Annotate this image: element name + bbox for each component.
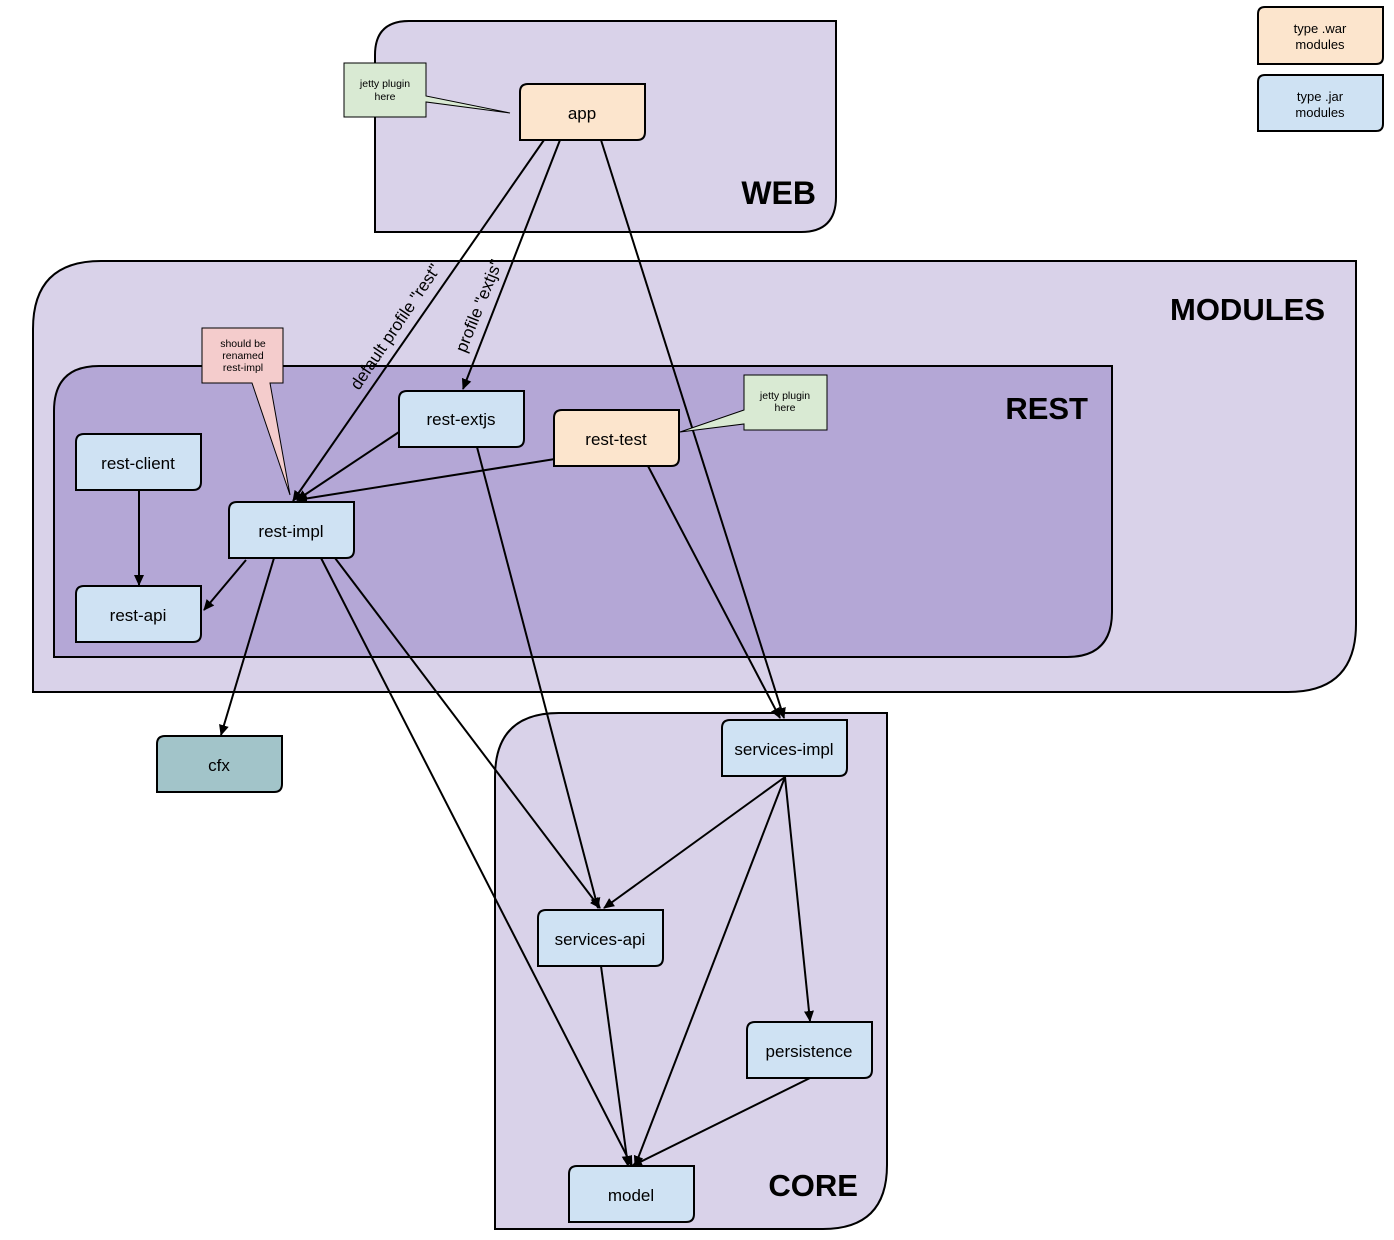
edge-rest-test-services-impl — [647, 465, 781, 719]
node-rest-impl-label: rest-impl — [258, 522, 323, 541]
edge-rest-impl-cfx — [219, 557, 275, 736]
node-persistence-label: persistence — [766, 1042, 853, 1061]
edge-rest-impl-services-api — [334, 557, 601, 909]
node-app-label: app — [568, 104, 596, 123]
node-rest-client[interactable]: rest-client — [75, 433, 202, 491]
node-rest-api[interactable]: rest-api — [75, 585, 202, 643]
node-rest-test-label: rest-test — [585, 430, 647, 449]
note-rename-line2: renamed — [222, 350, 264, 362]
legend-jar-line1: type .jar — [1297, 89, 1344, 104]
edges — [134, 139, 814, 1167]
rest-group-title: REST — [1005, 391, 1088, 426]
edge-services-impl-services-api — [603, 776, 786, 909]
node-rest-extjs[interactable]: rest-extjs — [398, 390, 525, 448]
node-services-impl-label: services-impl — [734, 740, 833, 759]
core-group — [494, 712, 888, 1230]
note-jetty-app-line2: here — [374, 91, 395, 103]
node-rest-api-label: rest-api — [110, 606, 167, 625]
core-group-title: CORE — [768, 1168, 858, 1203]
legend: type .war modules type .jar modules — [1257, 6, 1384, 132]
node-services-impl[interactable]: services-impl — [721, 719, 848, 777]
edge-rest-impl-rest-api — [203, 559, 247, 611]
legend-war: type .war modules — [1257, 6, 1384, 65]
node-persistence[interactable]: persistence — [746, 1021, 873, 1079]
edge-services-api-model — [600, 965, 632, 1167]
edge-app-rest-impl — [292, 139, 545, 502]
legend-war-line2: modules — [1295, 37, 1345, 52]
legend-jar-line2: modules — [1295, 105, 1345, 120]
legend-jar: type .jar modules — [1257, 74, 1384, 132]
note-jetty-app: jetty plugin here — [343, 62, 511, 118]
edge-persistence-model — [631, 1077, 811, 1167]
node-cfx[interactable]: cfx — [156, 735, 283, 793]
legend-war-line1: type .war — [1294, 21, 1347, 36]
node-cfx-label: cfx — [208, 756, 230, 775]
node-services-api-label: services-api — [555, 930, 646, 949]
node-model-label: model — [608, 1186, 654, 1205]
rest-group — [53, 365, 1113, 658]
note-jetty-rest-test: jetty plugin here — [679, 374, 828, 433]
edge-rest-impl-model — [320, 557, 633, 1167]
node-rest-extjs-label: rest-extjs — [427, 410, 496, 429]
note-jetty-app-line1: jetty plugin — [359, 78, 410, 90]
modules-group-title: MODULES — [1170, 292, 1325, 327]
edge-services-impl-model — [633, 776, 786, 1167]
node-services-api[interactable]: services-api — [537, 909, 664, 967]
node-rest-client-label: rest-client — [101, 454, 175, 473]
note-jetty-rest-test-line1: jetty plugin — [759, 390, 810, 402]
web-group-title: WEB — [741, 175, 816, 211]
edge-app-rest-extjs — [461, 139, 561, 390]
note-jetty-rest-test-line2: here — [774, 402, 795, 414]
note-rename-line1: should be — [220, 338, 266, 350]
node-app[interactable]: app — [519, 83, 646, 141]
edge-services-impl-persistence — [784, 776, 814, 1022]
note-rename-line3: rest-impl — [223, 362, 263, 374]
edge-rest-test-rest-impl — [296, 458, 556, 504]
node-model[interactable]: model — [568, 1165, 695, 1223]
edge-rest-extjs-rest-impl — [296, 431, 400, 501]
node-rest-impl[interactable]: rest-impl — [228, 501, 355, 559]
node-rest-test[interactable]: rest-test — [553, 409, 680, 467]
note-rename: should be renamed rest-impl — [201, 327, 291, 496]
edge-rest-extjs-services-api — [476, 446, 601, 909]
